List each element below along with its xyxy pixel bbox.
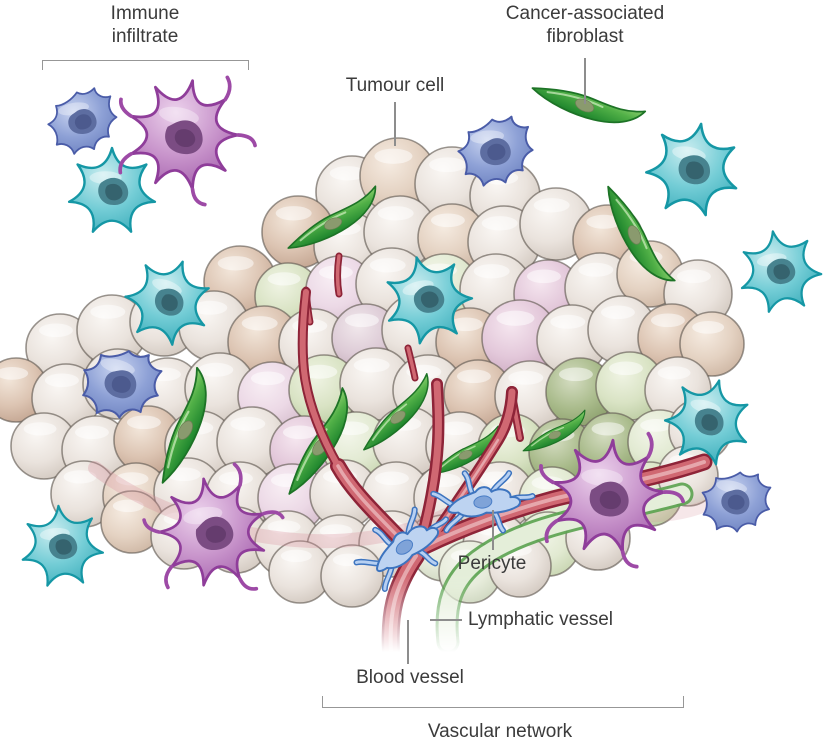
tumour-cell (50, 460, 118, 528)
pericyte-pointer-line (492, 510, 494, 550)
lymphatic-vessel-body (438, 485, 691, 651)
lymphatic-vessel-pointer-line (430, 619, 462, 621)
lymphatic-vessel-label: Lymphatic vessel (468, 609, 614, 630)
caf-label-line2: fibroblast (546, 26, 624, 47)
blood-vessel-pointer-line (407, 620, 409, 664)
tumour-cell-pointer-line (394, 102, 396, 146)
immune-cell-blue-icon (42, 84, 123, 159)
blood-vessel-sprig (334, 252, 343, 298)
tumour-cell (76, 294, 148, 366)
tumour-cell (339, 347, 413, 421)
tumour-cell (320, 544, 384, 608)
tumour-cell (443, 359, 513, 429)
immune-infiltrate-label-line2: infiltrate (111, 26, 179, 47)
immune-cell-teal-icon (732, 223, 826, 317)
vascular-network-bracket (322, 696, 684, 708)
tumour-cell (10, 412, 78, 480)
vascular-network-label: Vascular network (427, 721, 573, 742)
caf-label-line1: Cancer-associated (505, 3, 665, 24)
immune-infiltrate-label-line1: Immune (110, 3, 180, 24)
immune-cell-teal-icon (639, 114, 748, 221)
tumour-cell (679, 311, 745, 377)
caf-pointer-line (584, 58, 586, 104)
cancer-associated-fibroblast-icon (529, 62, 647, 142)
pericyte-label: Pericyte (457, 553, 527, 574)
blood-vessel-sprig (404, 344, 419, 382)
tumour-cell-label: Tumour cell (345, 75, 445, 96)
tumour-cell (100, 490, 164, 554)
blood-vessel-label: Blood vessel (356, 667, 464, 688)
tumour-cell (268, 540, 332, 604)
caf-label: Cancer-associated fibroblast (468, 2, 702, 48)
immune-infiltrate-label: Immune infiltrate (40, 2, 250, 48)
immune-cell-teal-icon (67, 146, 157, 233)
immune-infiltrate-bracket (42, 60, 249, 70)
